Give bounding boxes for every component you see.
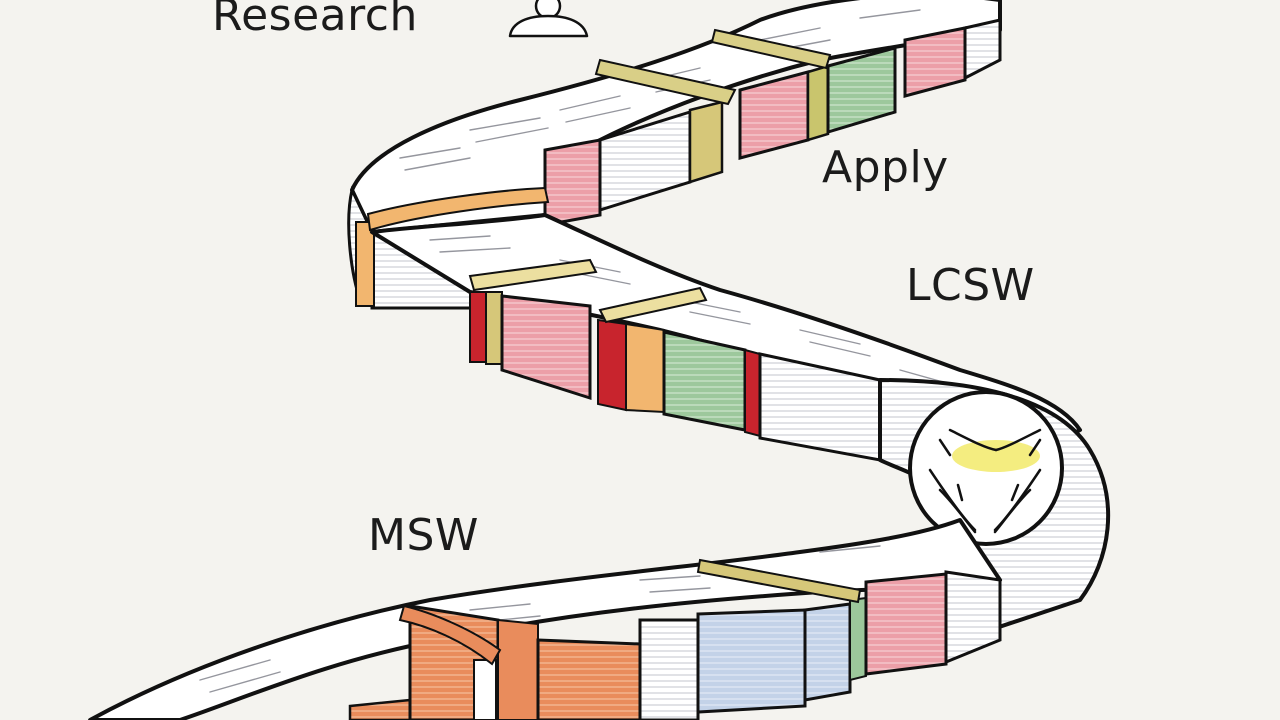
- label-research: Research: [212, 0, 418, 41]
- page-writing-bottom: [199, 545, 881, 693]
- label-msw: MSW: [368, 510, 479, 561]
- label-apply: Apply: [822, 142, 949, 193]
- hands-together-emblem: [908, 390, 1064, 546]
- person-icon: [508, 0, 589, 38]
- path-bottom-section: [88, 518, 1002, 720]
- label-lcsw: LCSW: [906, 260, 1035, 311]
- path-top-surface: [350, 0, 1002, 234]
- path-top-book-edges: [347, 18, 1002, 310]
